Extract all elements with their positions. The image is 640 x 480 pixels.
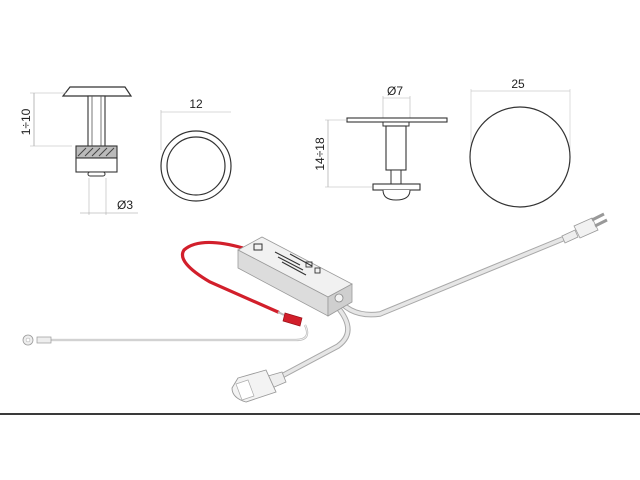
female-socket-icon [231, 369, 287, 403]
red-connector-icon [282, 312, 303, 327]
ring-terminal-icon [22, 334, 52, 346]
small-spot-top-diameter-label: 12 [189, 97, 203, 111]
large-spot-top-view: 25 [469, 77, 571, 208]
large-spot-diameter-label: Ø7 [387, 84, 403, 98]
large-spot-side-view: Ø7 14÷18 [313, 84, 448, 201]
small-spot-diameter-label: Ø3 [117, 198, 133, 212]
bottom-divider [0, 413, 640, 415]
large-spot-height-label: 14÷18 [313, 137, 327, 171]
small-spot-top-view: 12 [160, 97, 232, 202]
wiring-assembly [22, 212, 608, 403]
small-spot-side-view: 1÷10 Ø3 [19, 86, 138, 215]
euro-plug-icon [561, 212, 608, 244]
small-spot-height-label: 1÷10 [19, 108, 33, 135]
large-spot-top-diameter-label: 25 [511, 77, 525, 91]
led-driver-box [237, 236, 353, 317]
